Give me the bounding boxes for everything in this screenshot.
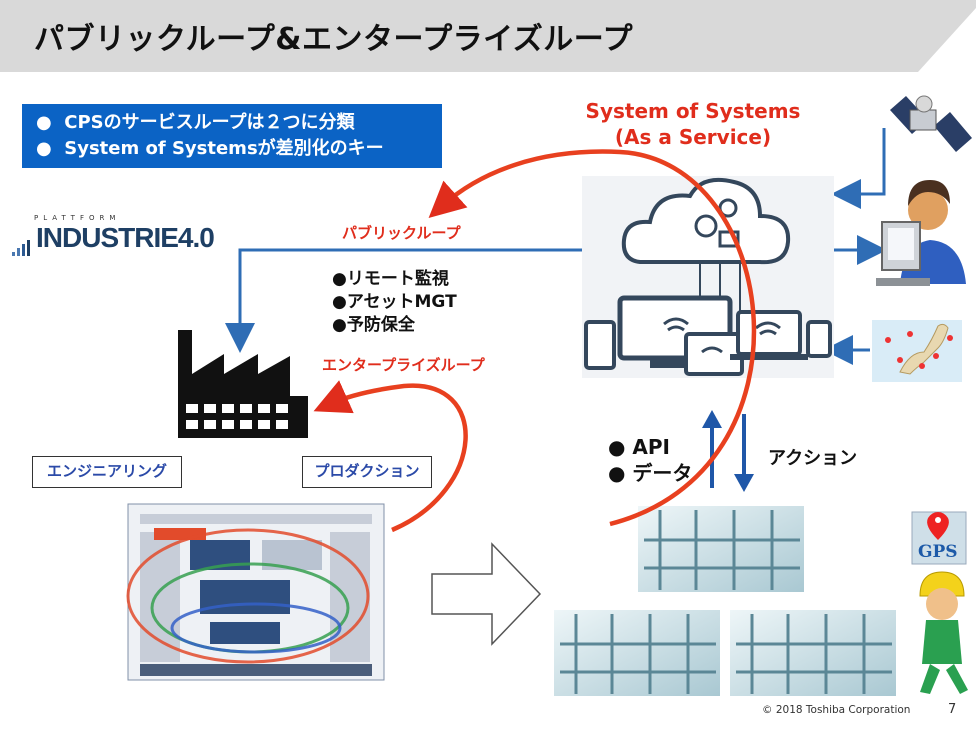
data-item: ● データ xyxy=(608,461,693,485)
logo-subtitle: PLATTFORM xyxy=(34,214,121,222)
industrie-logo: INDUSTRIE4.0 xyxy=(36,222,215,253)
field-worker-icon xyxy=(919,571,968,694)
sos-heading: System of Systems (As a Service) xyxy=(585,99,801,149)
api-item: ● API xyxy=(608,435,670,459)
operator-at-computer-icon xyxy=(876,180,966,286)
external-data-arrows xyxy=(823,128,886,365)
plant-photo-3 xyxy=(730,610,896,696)
satellite-icon xyxy=(890,95,972,152)
japan-map-image xyxy=(872,320,962,382)
page-number: 7 xyxy=(948,702,957,717)
function-item: ●リモート監視 xyxy=(332,269,449,289)
control-system-diagram-image xyxy=(126,503,385,681)
gps-label: GPS xyxy=(918,542,958,562)
transition-arrow xyxy=(431,542,542,646)
production-tag: プロダクション xyxy=(302,456,432,488)
action-down-arrow xyxy=(734,414,754,492)
function-item: ●アセットMGT xyxy=(332,292,457,312)
summary-bullet-2: ● System of Systemsが差別化のキー xyxy=(36,138,384,159)
action-label: アクション xyxy=(768,448,858,469)
function-list: ●リモート監視 ●アセットMGT ●予防保全 xyxy=(332,268,457,337)
plant-photo-1 xyxy=(638,506,804,592)
gps-pin-icon xyxy=(911,511,967,565)
title-bar xyxy=(0,0,976,72)
signal-bars-icon xyxy=(12,240,30,256)
factory-icon xyxy=(178,330,308,438)
public-loop-arc xyxy=(428,149,757,527)
page-title: パブリックループ&エンタープライズループ xyxy=(34,22,633,57)
copyright-footer: © 2018 Toshiba Corporation xyxy=(762,704,911,716)
cloud-devices-illustration xyxy=(582,176,834,378)
engineering-tag: エンジニアリング xyxy=(32,456,182,488)
summary-box: ● CPSのサービスループは２つに分類 ● System of Systemsが… xyxy=(22,104,442,168)
enterprise-loop-arc xyxy=(313,380,468,533)
public-loop-label: パブリックループ xyxy=(342,224,461,242)
enterprise-loop-label: エンタープライズループ xyxy=(322,356,485,374)
plant-photo-2 xyxy=(554,610,720,696)
function-item: ●予防保全 xyxy=(332,315,415,335)
summary-bullet-1: ● CPSのサービスループは２つに分類 xyxy=(36,112,355,133)
api-data-list: ● API ● データ xyxy=(608,434,692,486)
